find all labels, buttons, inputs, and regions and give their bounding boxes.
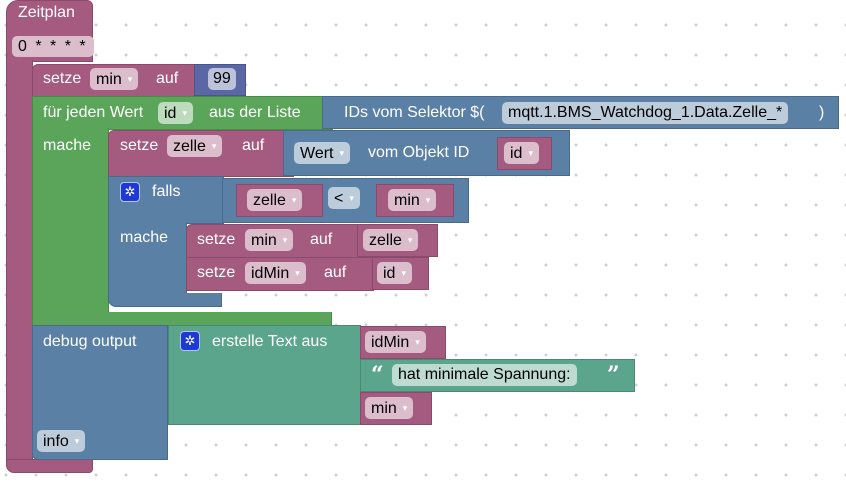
variable-dropdown-min[interactable]: min▾ [245,229,294,251]
log-level-dropdown[interactable]: info▾ [37,430,86,452]
caret-down-icon: ▾ [182,108,187,118]
cron-field[interactable]: 0 * * * * [12,36,94,57]
selector-pattern-field[interactable]: mqtt.1.BMS_Watchdog_1.Data.Zelle_* [502,102,789,124]
open-quote-icon: “ [371,362,384,388]
variable-dropdown-zelle[interactable]: zelle▾ [247,189,303,211]
to-label: auf [324,264,347,281]
if-label: falls [152,183,181,200]
list-label: aus der Liste [209,104,301,121]
do-label: mache [43,137,92,154]
selector-close: ) [819,104,825,121]
set-label: setze [197,264,236,281]
caret-down-icon: ▾ [211,141,217,151]
variable-dropdown-zelle[interactable]: zelle▾ [363,229,419,251]
text-field[interactable]: hat minimale Spannung: [392,364,577,386]
caret-down-icon: ▾ [295,268,300,278]
debug-label: debug output [43,333,137,350]
to-label: auf [310,231,333,248]
variable-dropdown-min[interactable]: min▾ [388,189,437,211]
variable-dropdown-min[interactable]: min▾ [365,397,414,419]
schedule-spine [6,60,33,472]
variable-dropdown-idmin[interactable]: idMin▾ [365,331,426,353]
to-label: auf [242,137,265,154]
caret-down-icon: ▾ [402,403,408,413]
mutator-gear-icon[interactable]: ✲ [180,331,200,351]
caret-down-icon: ▾ [401,268,406,278]
schedule-title: Zeitplan [18,4,75,21]
text-join-label: erstelle Text aus [212,333,328,350]
variable-dropdown-id[interactable]: id▾ [504,142,539,164]
operator-dropdown[interactable]: <▾ [328,187,360,209]
number-field[interactable]: 99 [208,68,236,90]
caret-down-icon: ▾ [127,74,133,84]
caret-down-icon: ▾ [407,235,413,245]
variable-dropdown-min[interactable]: min▾ [90,68,139,90]
foreach-label: für jeden Wert [43,104,144,121]
caret-down-icon: ▾ [415,337,420,347]
attribute-dropdown[interactable]: Wert▾ [294,142,351,164]
selector-label: IDs vom Selektor $( [344,104,485,121]
set-label: setze [43,70,82,87]
caret-down-icon: ▾ [425,195,431,205]
variable-dropdown-id[interactable]: id▾ [158,102,193,124]
caret-down-icon: ▾ [349,193,354,203]
caret-down-icon: ▾ [282,235,288,245]
caret-down-icon: ▾ [291,195,297,205]
set-label: setze [120,137,159,154]
close-quote-icon: ” [607,362,620,388]
variable-dropdown-zelle[interactable]: zelle▾ [167,135,223,157]
variable-dropdown-id[interactable]: id▾ [377,262,412,284]
caret-down-icon: ▾ [339,148,345,158]
variable-dropdown-idmin[interactable]: idMin▾ [245,262,306,284]
object-id-label: vom Objekt ID [368,144,470,161]
do-label: mache [120,229,169,246]
to-label: auf [156,70,179,87]
set-label: setze [197,231,236,248]
caret-down-icon: ▾ [528,148,533,158]
mutator-gear-icon[interactable]: ✲ [120,182,140,202]
caret-down-icon: ▾ [74,436,80,446]
schedule-footer [6,459,93,473]
